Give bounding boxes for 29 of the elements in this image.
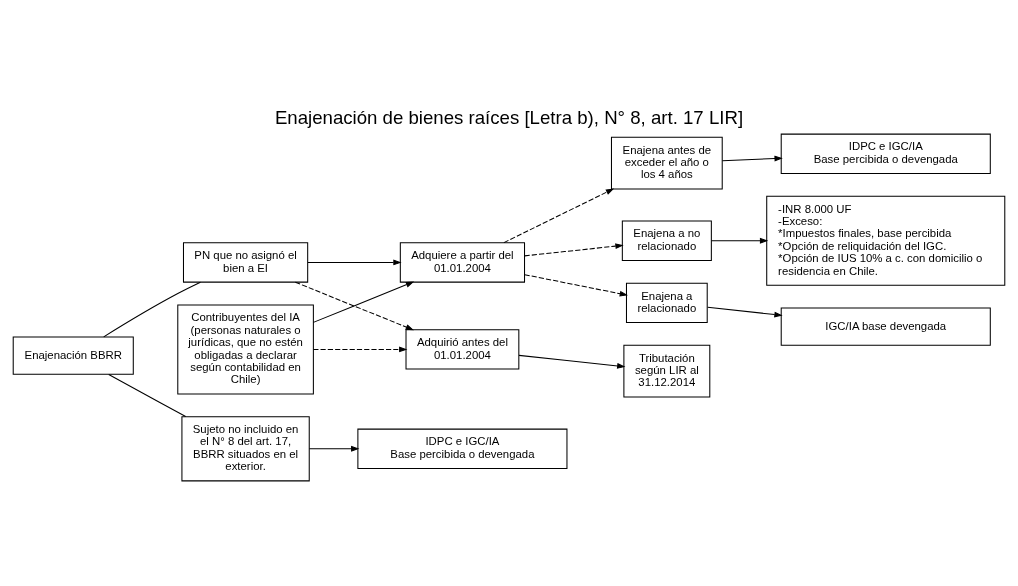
node-box: IGC/IA base devengada <box>780 307 991 346</box>
arrow <box>524 243 624 257</box>
arrow <box>518 354 626 369</box>
connector <box>103 281 201 338</box>
arrow <box>312 346 408 353</box>
arrow <box>308 445 360 452</box>
arrow <box>707 306 783 318</box>
arrow <box>524 274 628 297</box>
node-box: IDPC e IGC/IA Base percibida o devengada <box>780 133 991 174</box>
node-box: PN que no asignó el bien a EI <box>182 242 309 283</box>
arrow <box>307 259 402 266</box>
node-box: Adquiere a partir del 01.01.2004 <box>399 242 526 283</box>
arrow <box>294 281 414 331</box>
node-box: Enajena a relacionado <box>625 282 708 323</box>
arrow <box>503 188 615 244</box>
arrow <box>721 155 783 162</box>
connector <box>108 373 187 418</box>
node-box: Sujeto no incluido en el N° 8 del art. 17, BBRR situados en el exterior. <box>181 416 310 482</box>
node-box: IDPC e IGC/IA Base percibida o devengada <box>357 428 568 469</box>
arrow <box>312 281 415 323</box>
arrow <box>711 237 769 244</box>
node-box: Enajena antes de exceder el año o los 4 años <box>610 136 723 190</box>
node-box: Enajena a no relacionado <box>621 220 712 261</box>
node-box: Tributación según LIR al 31.12.2014 <box>623 344 711 398</box>
node-box: -INR 8.000 UF -Exceso: *Impuestos finales, base percibida *Opción de reliquidación del IGC. *Opción de IUS 10% a c. con domicilio o residencia en Chile. <box>766 195 1006 286</box>
node-box: Adquirió antes del 01.01.2004 <box>405 329 520 370</box>
node-box: Contribuyentes del IA (personas naturales o jurídicas, que no estén obligadas a declarar según contabilidad en Chile) <box>177 304 314 395</box>
node-box: Enajenación BBRR <box>12 336 134 375</box>
diagram-title: Enajenación de bienes raíces [Letra b), N° 8, art. 17 LIR] <box>274 107 744 129</box>
